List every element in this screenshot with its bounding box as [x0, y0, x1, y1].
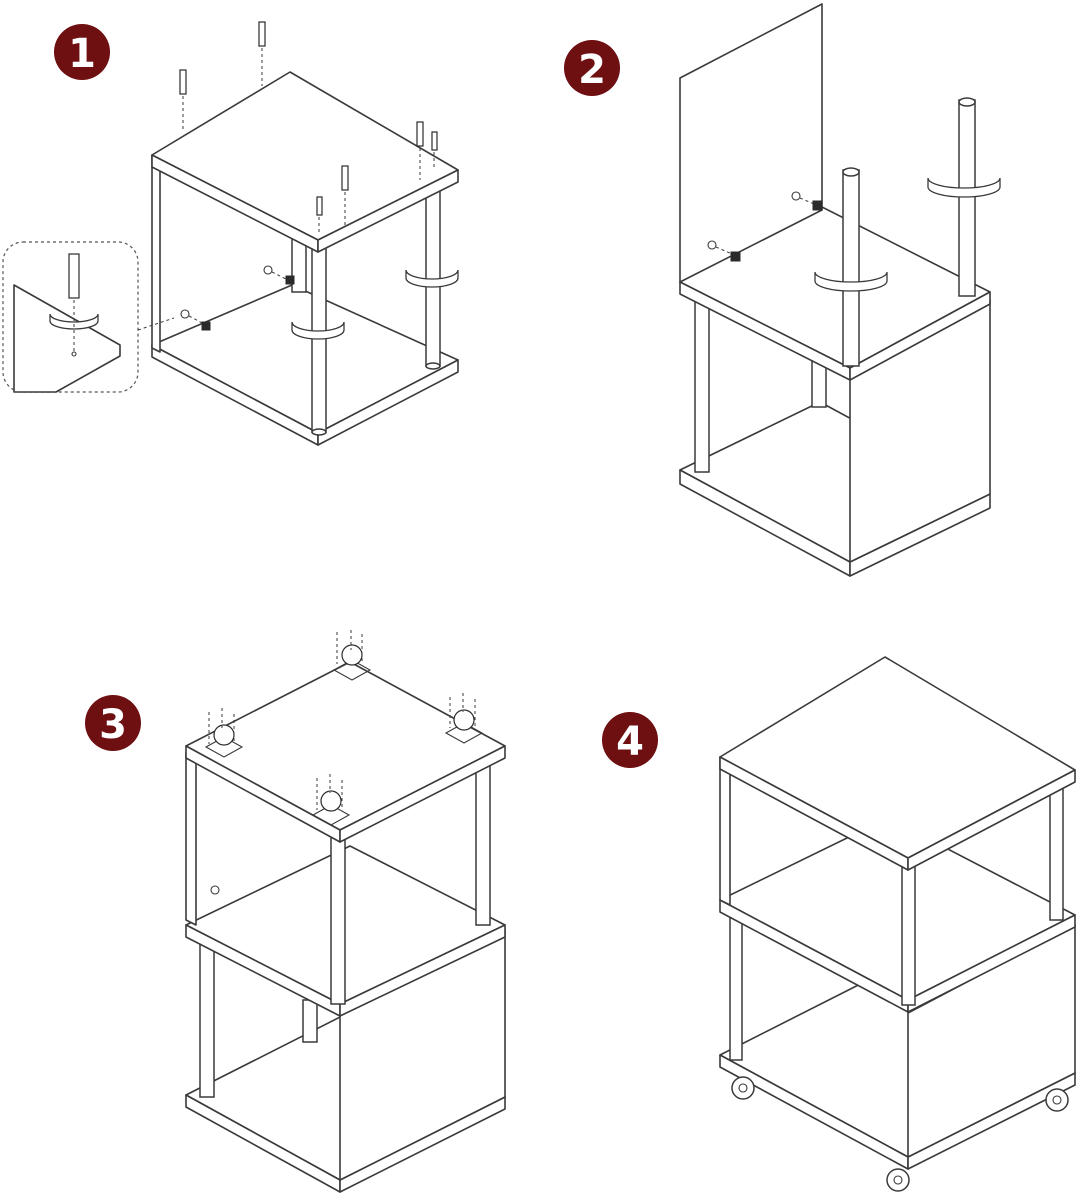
step-badge-4: 4 — [602, 712, 658, 768]
leg — [199, 934, 215, 1098]
rotate-arrow-icon — [49, 313, 99, 330]
bottom-panel — [151, 284, 459, 434]
caster-icon — [311, 774, 351, 826]
step-badge-2: 2 — [564, 40, 620, 96]
wheel-icon — [1045, 1088, 1069, 1112]
step-1-figure — [2, 21, 459, 446]
screw-icon — [179, 69, 187, 130]
top-panel — [185, 661, 506, 831]
step-number: 4 — [616, 719, 644, 765]
step-3-figure — [185, 630, 506, 1193]
cam-lock-icon — [812, 200, 823, 211]
rotate-arrow-icon — [291, 321, 345, 340]
screw-icon — [258, 21, 266, 86]
step-badge-3: 3 — [85, 695, 141, 751]
cam-lock-icon — [285, 275, 295, 285]
rotate-arrow-icon — [927, 177, 1001, 198]
step-2-figure — [679, 3, 1001, 577]
side-panel — [719, 756, 731, 906]
step-number: 1 — [68, 31, 96, 77]
leg — [475, 759, 491, 926]
step-number: 2 — [578, 47, 606, 93]
rotate-arrow-icon — [814, 271, 888, 292]
caster-icon — [204, 708, 244, 758]
step-4-figure — [719, 656, 1076, 1192]
side-panel — [151, 154, 161, 353]
wheel-icon — [886, 1168, 910, 1192]
cam-lock-icon — [730, 251, 741, 262]
step-badge-1: 1 — [54, 24, 110, 80]
screw-icon — [431, 131, 438, 170]
leg — [842, 169, 860, 367]
wheel-icon — [731, 1076, 755, 1100]
rotate-arrow-icon — [405, 269, 459, 288]
leg — [1049, 774, 1064, 921]
caster-icon — [444, 693, 484, 744]
top-panel — [151, 71, 459, 241]
screw-icon — [416, 121, 424, 180]
leg — [901, 854, 916, 1006]
cam-lock-icon — [201, 321, 211, 331]
top-panel — [719, 656, 1076, 859]
step-number: 3 — [99, 702, 127, 748]
leg — [330, 831, 346, 1005]
leg — [694, 291, 710, 473]
side-panel — [185, 751, 197, 926]
leg — [729, 917, 743, 1061]
leg — [425, 179, 441, 367]
screw-icon — [341, 165, 349, 226]
leg — [958, 99, 976, 297]
screw-icon — [68, 253, 80, 299]
caster-icon — [332, 630, 372, 681]
screw-icon — [316, 196, 323, 232]
